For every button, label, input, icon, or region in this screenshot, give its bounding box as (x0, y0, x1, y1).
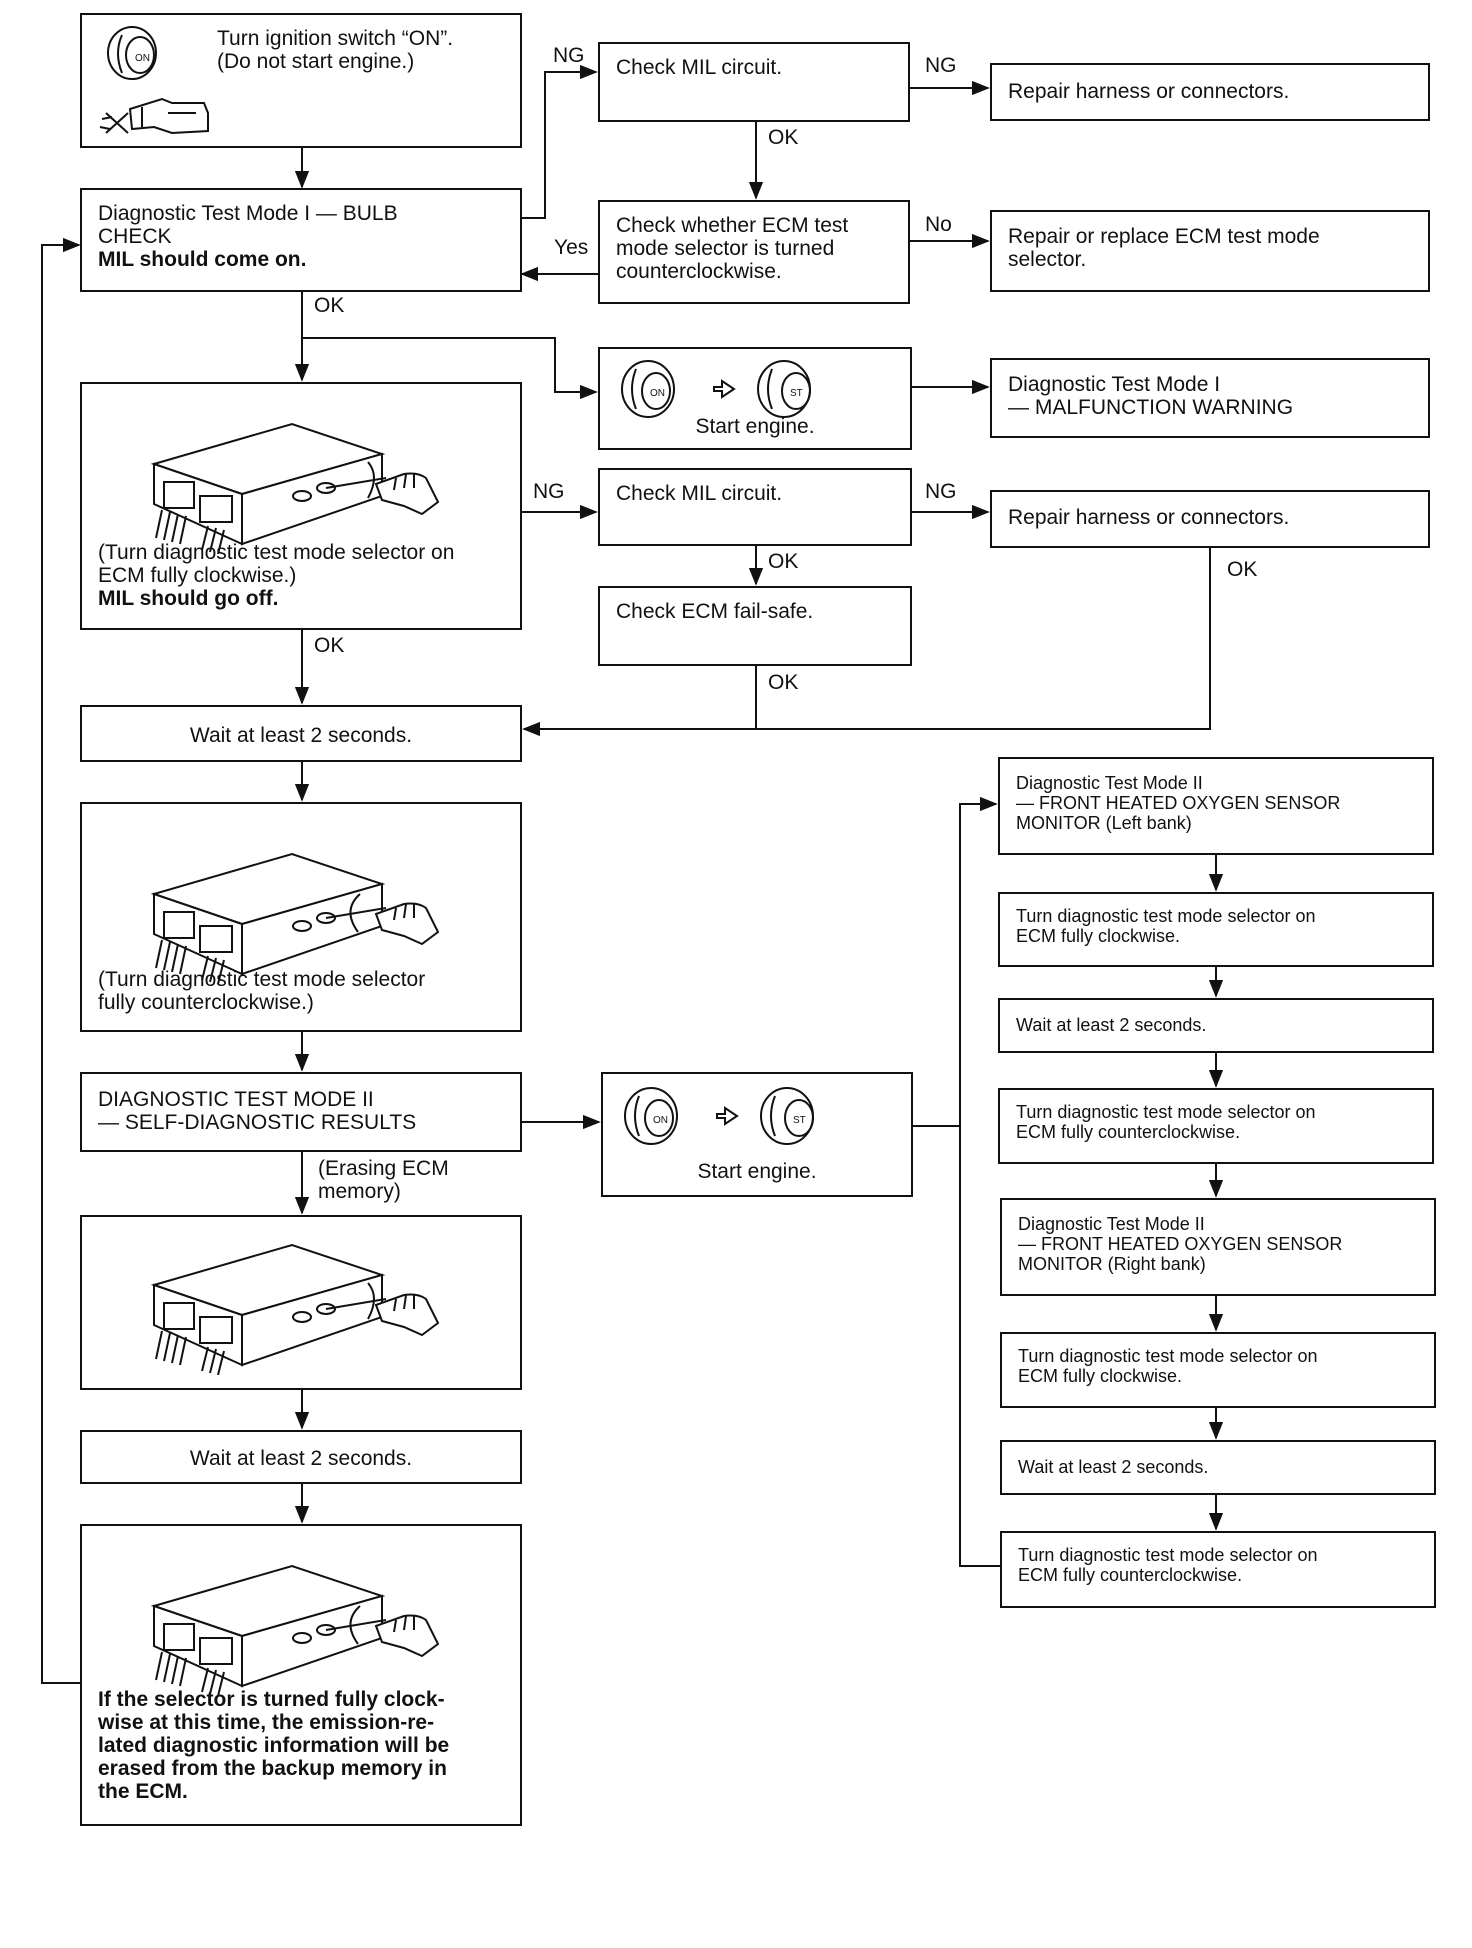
start-engine-2-box: ON ST Start engine. (601, 1072, 913, 1197)
erase-memory-step-box (80, 1215, 522, 1390)
selector-check-text: Check whether ECM test mode selector is … (616, 214, 849, 283)
turn-counterclockwise-step-box: (Turn diagnostic test mode selector full… (80, 802, 522, 1032)
ecm-failsafe-text: Check ECM fail-safe. (616, 600, 814, 623)
start-engine-2-text: Start engine. (697, 1160, 817, 1183)
right-turn-clockwise-1-text: Turn diagnostic test mode selector on EC… (1016, 906, 1316, 946)
selector-check-box: Check whether ECM test mode selector is … (598, 200, 910, 304)
label-ok-mil-off: OK (314, 634, 345, 657)
right-wait-1-text: Wait at least 2 seconds. (1016, 1015, 1207, 1035)
turn-clockwise-caption: (Turn diagnostic test mode selector on E… (98, 541, 455, 587)
o2-sensor-right-bank-box: Diagnostic Test Mode II — FRONT HEATED O… (1000, 1198, 1436, 1296)
turn-counterclockwise-caption: (Turn diagnostic test mode selector full… (98, 968, 426, 1014)
mil-check-1-box: Check MIL circuit. (598, 42, 910, 122)
final-warning-box: If the selector is turned fully clock- w… (80, 1524, 522, 1826)
repair-harness-1-text: Repair harness or connectors. (1008, 80, 1290, 103)
ignition-step-text: Turn ignition switch “ON”. (Do not start… (217, 27, 454, 73)
repair-selector-text: Repair or replace ECM test mode selector… (1008, 225, 1320, 271)
malfunction-warning-box: Diagnostic Test Mode I — MALFUNCTION WAR… (990, 358, 1430, 438)
label-ok-bulb-check: OK (314, 294, 345, 317)
bulb-check-box: Diagnostic Test Mode I — BULB CHECK MIL … (80, 188, 522, 292)
label-no-selector-to-repair: No (925, 213, 952, 236)
o2-sensor-left-bank-box: Diagnostic Test Mode II — FRONT HEATED O… (998, 757, 1434, 855)
right-turn-counterclockwise-1-box: Turn diagnostic test mode selector on EC… (998, 1088, 1434, 1164)
right-wait-1-box: Wait at least 2 seconds. (998, 998, 1434, 1053)
right-turn-clockwise-2-box: Turn diagnostic test mode selector on EC… (1000, 1332, 1436, 1408)
mil-check-1-text: Check MIL circuit. (616, 56, 783, 79)
label-ok-mil-to-selector: OK (768, 126, 799, 149)
o2-sensor-right-bank-text: Diagnostic Test Mode II — FRONT HEATED O… (1018, 1214, 1343, 1274)
label-ok-repair-harness-2: OK (1227, 558, 1258, 581)
ecm-final-illustration (150, 1564, 440, 1696)
label-ng-mil-check-2: NG (925, 480, 957, 503)
start-engine-1-text: Start engine. (695, 415, 815, 438)
right-turn-counterclockwise-2-box: Turn diagnostic test mode selector on EC… (1000, 1531, 1436, 1608)
label-erasing-ecm-memory: (Erasing ECM memory) (318, 1157, 449, 1203)
self-diagnostic-results-box: DIAGNOSTIC TEST MODE II — SELF-DIAGNOSTI… (80, 1072, 522, 1152)
repair-harness-2-box: Repair harness or connectors. (990, 490, 1430, 548)
ignition-key-icon: ON (99, 26, 209, 135)
label-ng-mil-to-repair: NG (925, 54, 957, 77)
right-turn-clockwise-2-text: Turn diagnostic test mode selector on EC… (1018, 1346, 1318, 1386)
label-yes-selector-to-bulb: Yes (554, 236, 589, 259)
svg-text:ST: ST (790, 388, 803, 399)
label-ng-mil-off: NG (533, 480, 565, 503)
bulb-check-note: MIL should come on. (98, 248, 307, 271)
mil-check-2-box: Check MIL circuit. (598, 468, 912, 546)
ignition-step-box: ON Turn ignition switch “ON”. (Do not st… (80, 13, 522, 148)
turn-clockwise-note: MIL should go off. (98, 587, 279, 610)
label-ok-failsafe: OK (768, 671, 799, 694)
svg-text:ON: ON (650, 388, 665, 399)
key-on-to-start-icon: ON ST (621, 360, 811, 418)
mil-check-2-text: Check MIL circuit. (616, 482, 783, 505)
wait-step-1-box: Wait at least 2 seconds. (80, 705, 522, 762)
right-turn-counterclockwise-1-text: Turn diagnostic test mode selector on EC… (1016, 1102, 1316, 1142)
svg-text:ON: ON (135, 53, 150, 64)
bulb-check-title: Diagnostic Test Mode I — BULB CHECK (98, 202, 398, 248)
svg-text:ST: ST (793, 1115, 806, 1126)
final-warning-text: If the selector is turned fully clock- w… (98, 1688, 450, 1803)
right-wait-2-text: Wait at least 2 seconds. (1018, 1457, 1209, 1477)
turn-clockwise-step-box: (Turn diagnostic test mode selector on E… (80, 382, 522, 630)
right-wait-2-box: Wait at least 2 seconds. (1000, 1440, 1436, 1495)
ecm-selector-counterclockwise-illustration (150, 852, 440, 984)
wait-step-2-box: Wait at least 2 seconds. (80, 1430, 522, 1484)
wait-step-1-text: Wait at least 2 seconds. (189, 724, 413, 747)
right-turn-counterclockwise-2-text: Turn diagnostic test mode selector on EC… (1018, 1545, 1318, 1585)
repair-harness-1-box: Repair harness or connectors. (990, 63, 1430, 121)
malfunction-warning-text: Diagnostic Test Mode I — MALFUNCTION WAR… (1008, 373, 1294, 419)
start-engine-1-box: ON ST Start engine. (598, 347, 912, 450)
ecm-selector-clockwise-illustration (150, 422, 440, 554)
wait-step-2-text: Wait at least 2 seconds. (189, 1447, 413, 1470)
key-on-to-start-icon-2: ON ST (624, 1087, 814, 1145)
right-turn-clockwise-1-box: Turn diagnostic test mode selector on EC… (998, 892, 1434, 967)
svg-text:ON: ON (653, 1115, 668, 1126)
repair-selector-box: Repair or replace ECM test mode selector… (990, 210, 1430, 292)
repair-harness-2-text: Repair harness or connectors. (1008, 506, 1290, 529)
ecm-erase-illustration (150, 1243, 440, 1375)
label-ok-mil-check-2: OK (768, 550, 799, 573)
ecm-failsafe-box: Check ECM fail-safe. (598, 586, 912, 666)
label-ng-bulb-to-mil: NG (553, 44, 585, 67)
self-diagnostic-results-text: DIAGNOSTIC TEST MODE II — SELF-DIAGNOSTI… (98, 1088, 417, 1134)
o2-sensor-left-bank-text: Diagnostic Test Mode II — FRONT HEATED O… (1016, 773, 1341, 833)
